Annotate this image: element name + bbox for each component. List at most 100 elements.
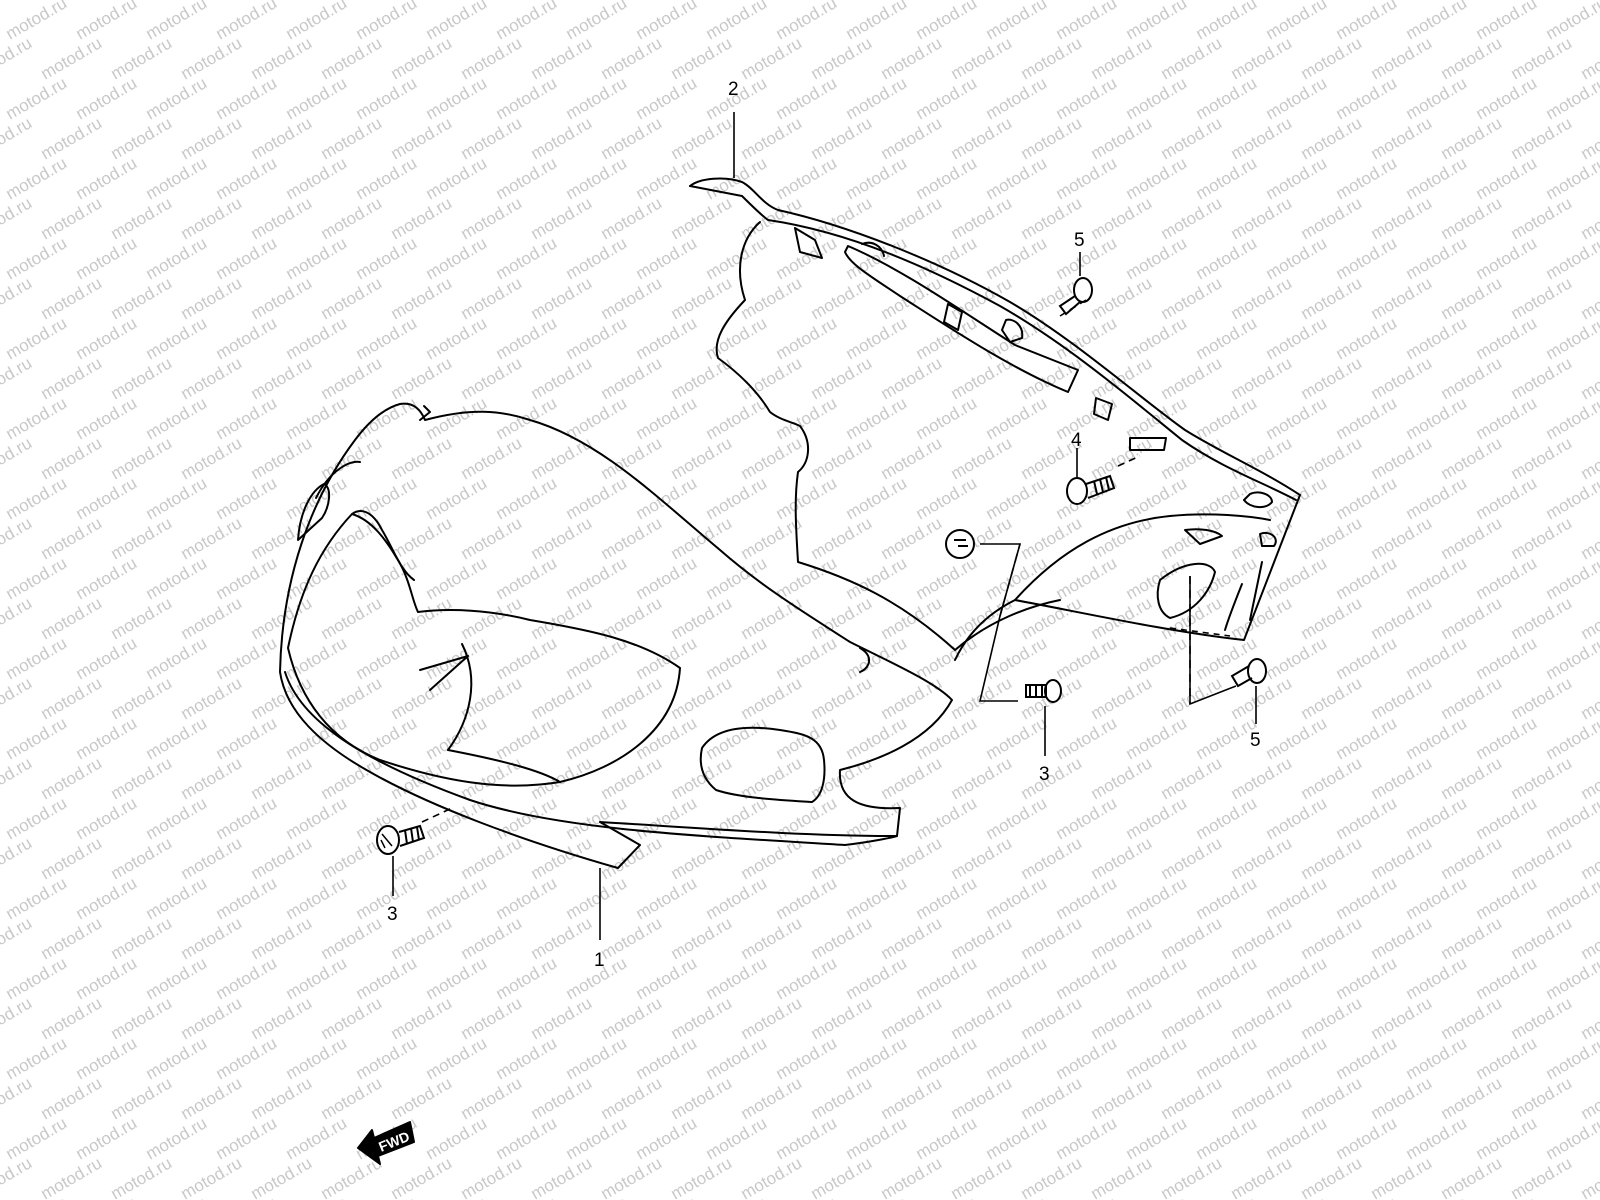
watermark-text: motod.ru xyxy=(1543,953,1600,1003)
watermark-text: motod.ru xyxy=(1333,1113,1401,1163)
watermark-text: motod.ru xyxy=(0,0,35,3)
watermark-text: motod.ru xyxy=(248,33,316,83)
watermark-text: motod.ru xyxy=(1333,553,1401,603)
watermark-text: motod.ru xyxy=(38,1153,106,1200)
watermark-text: motod.ru xyxy=(353,73,421,123)
callout-5b: 5 xyxy=(1250,730,1261,751)
watermark-text: motod.ru xyxy=(108,513,176,563)
watermark-text: motod.ru xyxy=(493,153,561,203)
watermark-text: motod.ru xyxy=(1508,33,1576,83)
watermark-text: motod.ru xyxy=(423,0,491,43)
watermark-text: motod.ru xyxy=(1158,993,1226,1043)
watermark-text: motod.ru xyxy=(843,313,911,363)
watermark-text: motod.ru xyxy=(1543,233,1600,283)
watermark-text: motod.ru xyxy=(1438,273,1506,323)
watermark-text: motod.ru xyxy=(0,273,35,323)
watermark-text: motod.ru xyxy=(1018,1073,1086,1123)
watermark-text: motod.ru xyxy=(1123,1033,1191,1083)
watermark-text: motod.ru xyxy=(668,513,736,563)
watermark-text: motod.ru xyxy=(668,433,736,483)
watermark-text: motod.ru xyxy=(143,393,211,443)
watermark-text: motod.ru xyxy=(283,153,351,203)
watermark-text: motod.ru xyxy=(598,353,666,403)
watermark-text: motod.ru xyxy=(1403,73,1471,123)
watermark-text: motod.ru xyxy=(458,273,526,323)
watermark-text: motod.ru xyxy=(38,753,106,803)
watermark-text: motod.ru xyxy=(38,1073,106,1123)
watermark-text: motod.ru xyxy=(283,313,351,363)
watermark-text: motod.ru xyxy=(143,1193,211,1200)
watermark-text: motod.ru xyxy=(563,233,631,283)
watermark-text: motod.ru xyxy=(983,633,1051,683)
watermark-text: motod.ru xyxy=(1263,873,1331,923)
watermark-text: motod.ru xyxy=(843,1113,911,1163)
watermark-text: motod.ru xyxy=(598,1073,666,1123)
watermark-text: motod.ru xyxy=(493,1113,561,1163)
watermark-text: motod.ru xyxy=(1543,73,1600,123)
watermark-text: motod.ru xyxy=(1438,33,1506,83)
watermark-text: motod.ru xyxy=(1473,873,1541,923)
watermark-text: motod.ru xyxy=(458,1153,526,1200)
watermark-text: motod.ru xyxy=(3,153,71,203)
watermark-text: motod.ru xyxy=(1193,1113,1261,1163)
watermark-text: motod.ru xyxy=(0,113,35,163)
watermark-text: motod.ru xyxy=(668,353,736,403)
grommet[interactable] xyxy=(945,529,975,559)
watermark-text: motod.ru xyxy=(353,233,421,283)
watermark-text: motod.ru xyxy=(738,33,806,83)
watermark-text: motod.ru xyxy=(738,593,806,643)
watermark-text: motod.ru xyxy=(773,713,841,763)
watermark-text: motod.ru xyxy=(843,1033,911,1083)
watermark-text: motod.ru xyxy=(1473,0,1541,43)
watermark-text: motod.ru xyxy=(178,593,246,643)
watermark-text: motod.ru xyxy=(1473,1033,1541,1083)
watermark-text: motod.ru xyxy=(1403,553,1471,603)
watermark-text: motod.ru xyxy=(108,833,176,883)
watermark-text: motod.ru xyxy=(948,33,1016,83)
watermark-text: motod.ru xyxy=(1158,673,1226,723)
screw-3a[interactable] xyxy=(376,824,426,855)
watermark-text: motod.ru xyxy=(1473,1113,1541,1163)
watermark-text: motod.ru xyxy=(108,433,176,483)
watermark-text: motod.ru xyxy=(983,553,1051,603)
watermark-text: motod.ru xyxy=(1228,753,1296,803)
watermark-text: motod.ru xyxy=(703,873,771,923)
watermark-text: motod.ru xyxy=(773,153,841,203)
watermark-text: motod.ru xyxy=(1368,353,1436,403)
screw-3b[interactable] xyxy=(1025,679,1062,703)
watermark-text: motod.ru xyxy=(1088,113,1156,163)
watermark-text: motod.ru xyxy=(178,353,246,403)
part-1-front-handle-cover[interactable] xyxy=(279,402,953,869)
watermark-text: motod.ru xyxy=(1438,1073,1506,1123)
watermark-text: motod.ru xyxy=(1123,953,1191,1003)
screw-5b[interactable] xyxy=(1230,658,1267,688)
watermark-text: motod.ru xyxy=(1333,953,1401,1003)
watermark-text: motod.ru xyxy=(843,873,911,923)
watermark-text: motod.ru xyxy=(1368,433,1436,483)
watermark-text: motod.ru xyxy=(773,73,841,123)
watermark-text: motod.ru xyxy=(73,713,141,763)
part-2-rear-handle-cover[interactable] xyxy=(689,177,1301,661)
watermark-text: motod.ru xyxy=(318,673,386,723)
watermark-text: motod.ru xyxy=(493,473,561,523)
watermark-text: motod.ru xyxy=(1508,113,1576,163)
watermark-text: motod.ru xyxy=(178,433,246,483)
watermark-text: motod.ru xyxy=(1298,1153,1366,1200)
callouts: 1 2 3 3 4 5 5 xyxy=(387,79,1261,971)
watermark-text: motod.ru xyxy=(318,1073,386,1123)
watermark-text: motod.ru xyxy=(108,993,176,1043)
watermark-text: motod.ru xyxy=(388,513,456,563)
watermark-text: motod.ru xyxy=(983,1193,1051,1200)
watermark-text: motod.ru xyxy=(248,193,316,243)
watermark-text: motod.ru xyxy=(38,833,106,883)
watermark-text: motod.ru xyxy=(808,33,876,83)
watermark-text: motod.ru xyxy=(1543,473,1600,523)
watermark-text: motod.ru xyxy=(598,193,666,243)
watermark-text: motod.ru xyxy=(1438,673,1506,723)
watermark-text: motod.ru xyxy=(703,1033,771,1083)
watermark-text: motod.ru xyxy=(108,113,176,163)
watermark-text: motod.ru xyxy=(1438,1153,1506,1200)
watermark-text: motod.ru xyxy=(878,753,946,803)
watermark-text: motod.ru xyxy=(1578,0,1600,3)
watermark-text: motod.ru xyxy=(563,1113,631,1163)
